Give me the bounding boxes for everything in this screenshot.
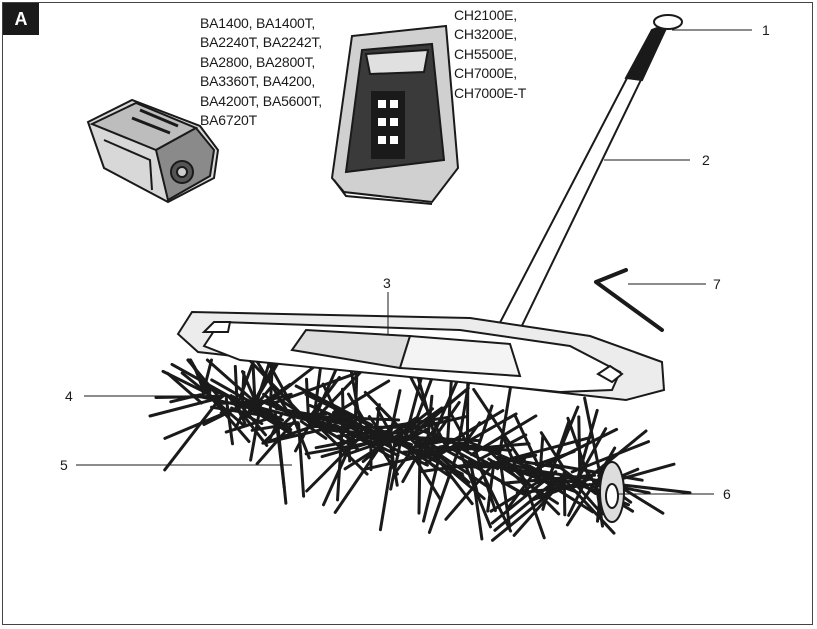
bristle bbox=[233, 364, 239, 409]
bristle bbox=[487, 453, 538, 466]
bristle bbox=[597, 446, 617, 478]
callout-5: 5 bbox=[60, 457, 68, 473]
bristle bbox=[148, 396, 223, 418]
bristle bbox=[403, 406, 444, 436]
bristle bbox=[430, 401, 461, 443]
bristle bbox=[251, 358, 257, 401]
shaft-icon bbox=[490, 14, 683, 344]
bristle bbox=[255, 421, 295, 466]
bristle bbox=[314, 430, 401, 450]
callout-4: 4 bbox=[65, 388, 73, 404]
section-label: A bbox=[3, 3, 39, 35]
bristle bbox=[559, 474, 616, 535]
bristle bbox=[299, 419, 328, 440]
bristle bbox=[500, 473, 597, 485]
bristle bbox=[262, 409, 293, 432]
charger-model-list: CH2100E, CH3200E, CH5500E, CH7000E, CH70… bbox=[454, 6, 526, 103]
charger-icon bbox=[330, 24, 460, 205]
bristle bbox=[493, 477, 560, 532]
bristle bbox=[206, 392, 251, 443]
battery-model-line: BA2800, BA2800T, bbox=[200, 53, 316, 70]
bristle bbox=[417, 447, 422, 515]
bristle bbox=[229, 394, 247, 425]
callout-6: 6 bbox=[723, 486, 731, 502]
bristle bbox=[241, 370, 258, 405]
callout-7: 7 bbox=[713, 276, 721, 292]
callout-3: 3 bbox=[383, 275, 391, 291]
bristle bbox=[408, 386, 470, 439]
brush-hub-icon bbox=[599, 461, 625, 523]
bristle bbox=[310, 375, 341, 416]
bristle bbox=[262, 392, 295, 418]
bristle bbox=[539, 431, 565, 469]
bristle bbox=[534, 450, 576, 467]
bristle bbox=[498, 377, 514, 456]
bristle bbox=[456, 378, 471, 449]
bristle bbox=[559, 466, 598, 496]
battery-model-line: BA1400, BA1400T, bbox=[200, 15, 316, 31]
bristle bbox=[415, 445, 475, 455]
bristle bbox=[515, 482, 599, 495]
bristle bbox=[332, 423, 400, 457]
bristle bbox=[322, 424, 361, 507]
bristle bbox=[163, 401, 251, 440]
bristle bbox=[255, 405, 321, 425]
bristle bbox=[500, 433, 518, 470]
bristle bbox=[396, 429, 443, 502]
bristle bbox=[498, 459, 512, 529]
bristle bbox=[192, 365, 207, 395]
charger-model-line: CH5500E, bbox=[454, 45, 517, 62]
bristle bbox=[465, 442, 531, 451]
bristle bbox=[486, 460, 496, 513]
bristle bbox=[210, 378, 284, 422]
battery-model-line: BA6720T bbox=[200, 112, 257, 129]
bristle bbox=[367, 415, 390, 445]
bristle bbox=[205, 358, 259, 406]
charger-model-line: CH7000E, bbox=[454, 65, 517, 82]
charger-model-line: CH2100E, bbox=[454, 7, 517, 23]
brush-housing-icon bbox=[176, 310, 666, 402]
bristle bbox=[546, 462, 644, 482]
callout-2: 2 bbox=[702, 152, 710, 168]
bristle bbox=[252, 358, 279, 404]
bristle bbox=[166, 371, 203, 405]
bristle bbox=[163, 395, 223, 472]
battery-model-line: BA2240T, BA2242T, bbox=[200, 34, 322, 51]
battery-model-list: BA1400, BA1400T, BA2240T, BA2242T, BA280… bbox=[200, 14, 322, 130]
leader-lines bbox=[76, 29, 752, 495]
hex-key-icon bbox=[594, 268, 664, 332]
charger-model-line: CH7000E-T bbox=[454, 84, 527, 101]
bristle bbox=[210, 405, 278, 419]
battery-model-line: BA3360T, BA4200, bbox=[200, 73, 316, 90]
bristle bbox=[192, 393, 262, 411]
battery-model-line: BA4200T, BA5600T, bbox=[200, 92, 322, 109]
bristle bbox=[318, 413, 354, 443]
bristle bbox=[413, 433, 446, 454]
bristle bbox=[305, 377, 310, 417]
bristle bbox=[275, 417, 288, 505]
bristle bbox=[472, 387, 524, 464]
bristle bbox=[445, 378, 453, 450]
bristle bbox=[476, 461, 513, 533]
bristle bbox=[566, 416, 591, 480]
bristle bbox=[319, 415, 401, 422]
bristle bbox=[290, 411, 311, 460]
battery-pack-icon bbox=[86, 98, 220, 204]
bristle bbox=[224, 416, 272, 434]
charger-model-line: CH3200E, bbox=[454, 26, 517, 43]
callout-1: 1 bbox=[762, 22, 770, 38]
